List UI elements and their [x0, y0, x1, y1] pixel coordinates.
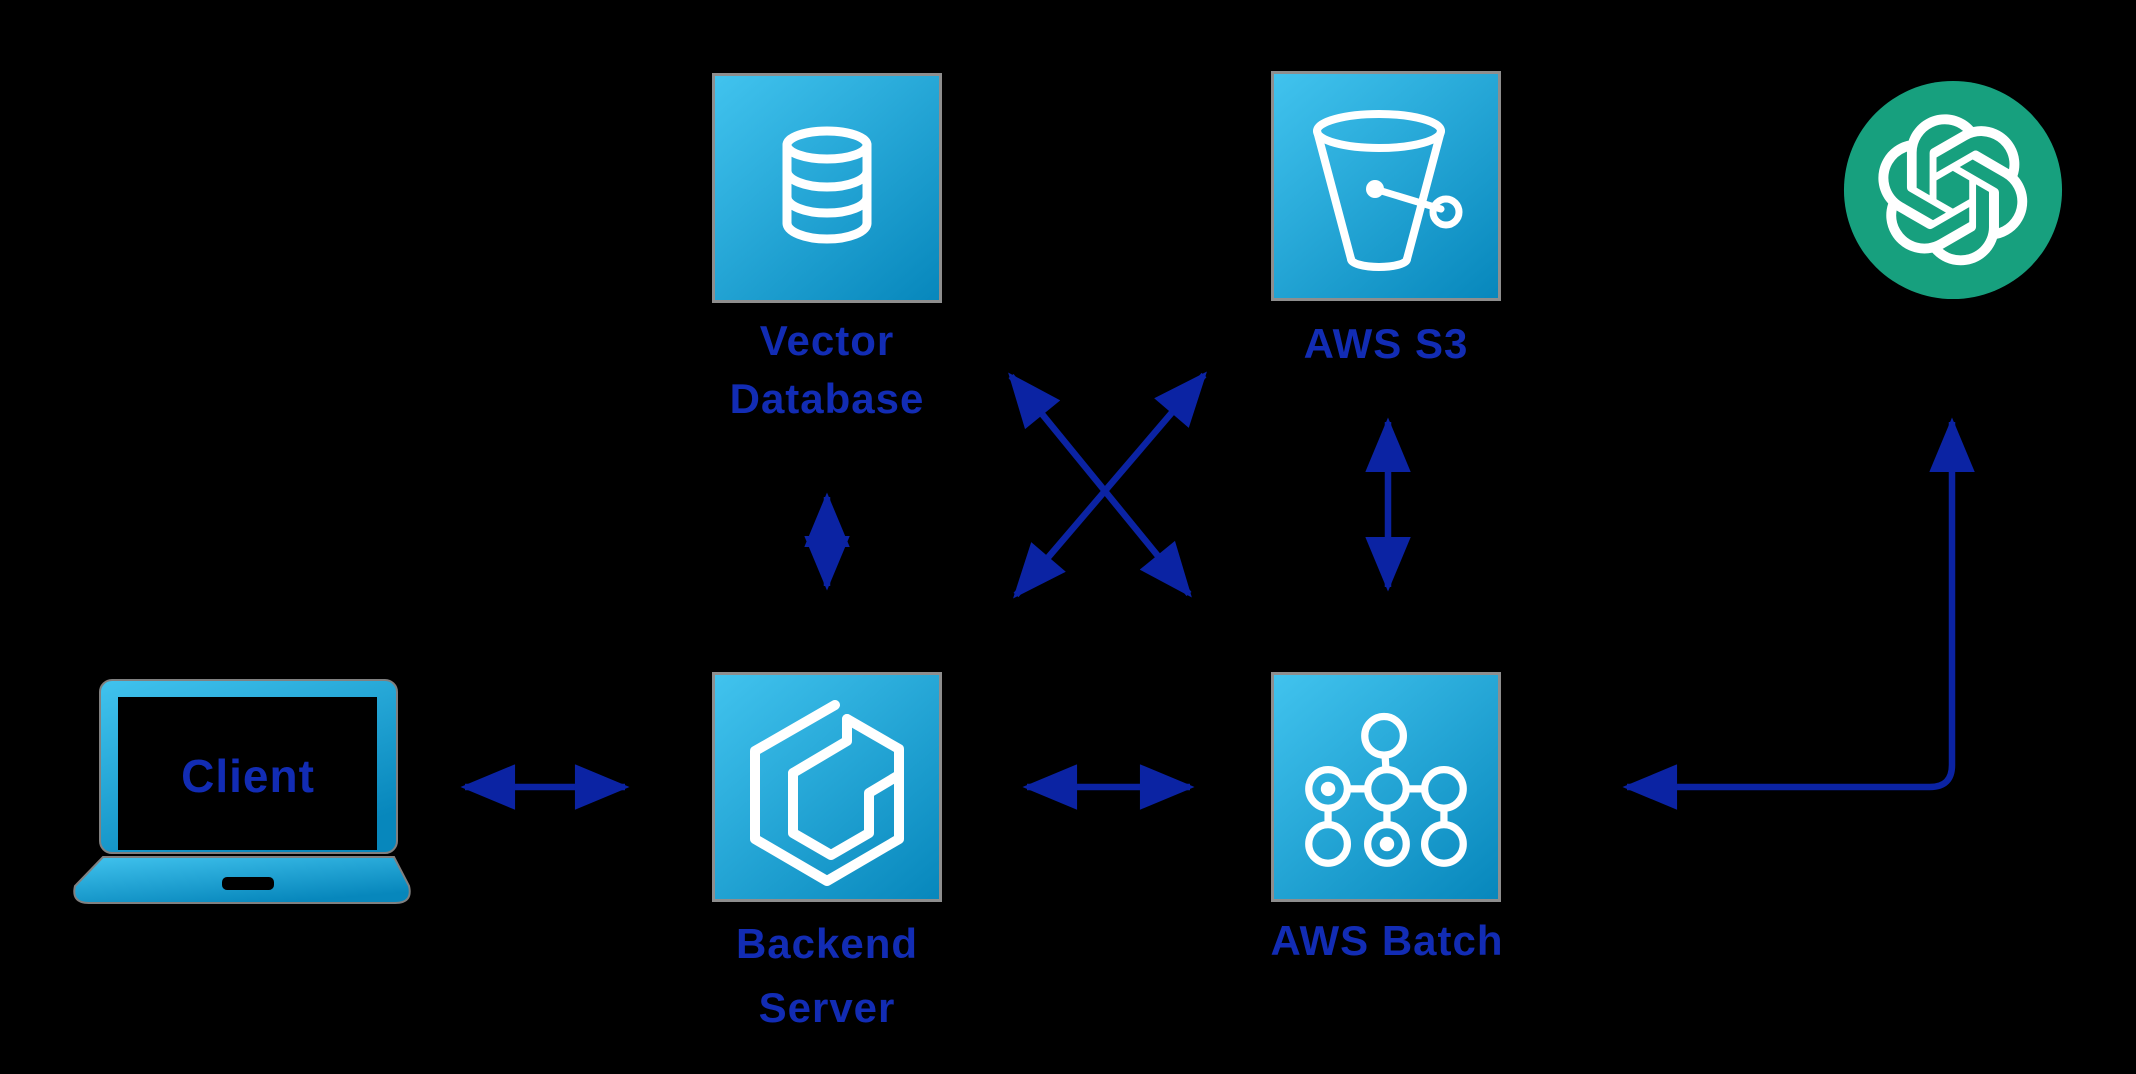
laptop-icon [73, 679, 411, 904]
vector-database-label-line2: Database [729, 375, 925, 422]
vector-database-label: Vector Database [647, 312, 1007, 428]
hexagon-cube-icon [750, 700, 904, 886]
backend-server-label-line2: Server [758, 984, 896, 1031]
client-label: Client [181, 750, 315, 802]
aws-batch-label: AWS Batch [1270, 917, 1504, 964]
vector-database-node [712, 73, 942, 303]
backend-server-node [712, 672, 942, 902]
s3-bucket-icon [1313, 109, 1463, 271]
aws-s3-label: AWS S3 [1303, 320, 1469, 367]
aws-batch-node [1271, 672, 1501, 902]
edge-vectordb-awsbatch [1008, 372, 1192, 598]
edge-awsbatch-openai [1622, 417, 1975, 810]
backend-server-label-line1: Backend [735, 920, 919, 967]
backend-server-label: Backend Server [647, 912, 1007, 1040]
batch-nodes-icon [1305, 712, 1467, 867]
edge-backend-awss3 [1013, 371, 1207, 599]
openai-logo-icon [1843, 80, 2063, 300]
vector-database-label-line1: Vector [759, 317, 895, 364]
aws-s3-node [1271, 71, 1501, 301]
database-icon [782, 126, 872, 244]
